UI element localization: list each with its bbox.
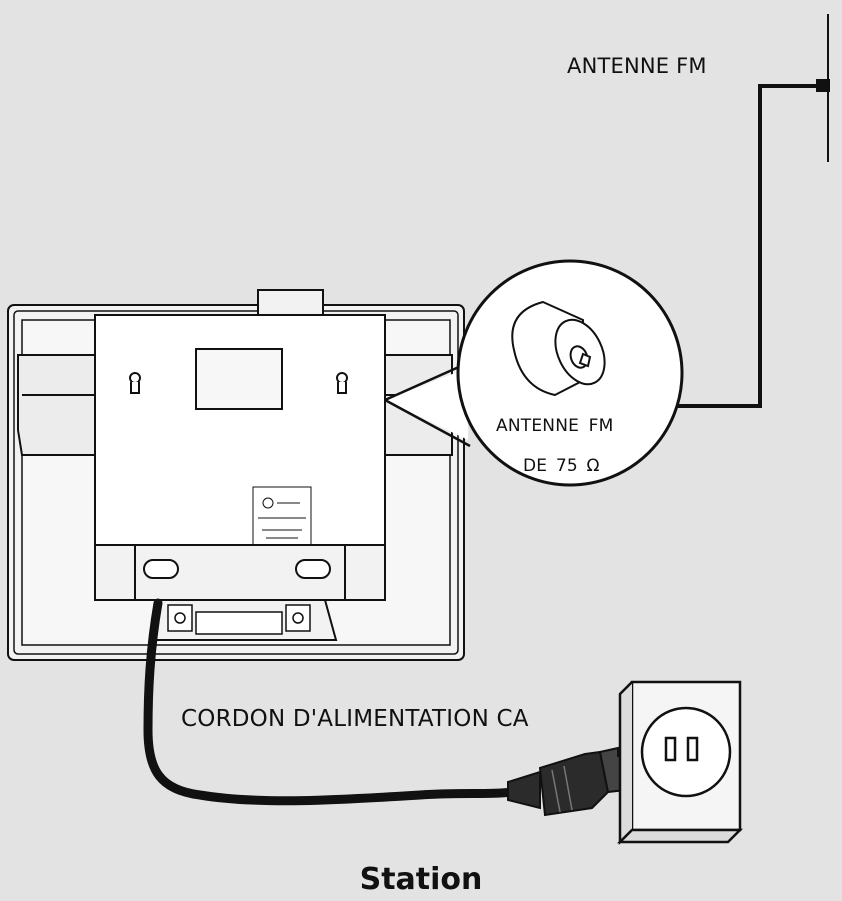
coax-connector-icon bbox=[511, 300, 606, 397]
antenna-label: ANTENNE FM bbox=[567, 54, 707, 78]
diagram-caption: Station bbox=[359, 862, 483, 897]
power-cord bbox=[143, 598, 517, 806]
wall-outlet-icon bbox=[616, 680, 744, 846]
power-cord-label: CORDON D'ALIMENTATION CA bbox=[181, 706, 529, 732]
fm-antenna-icon bbox=[816, 14, 830, 162]
station-device bbox=[7, 289, 465, 661]
antenna-impedance-label: DE 75 Ω bbox=[523, 456, 600, 476]
antenna-connector-label: ANTENNE FM bbox=[496, 416, 614, 436]
